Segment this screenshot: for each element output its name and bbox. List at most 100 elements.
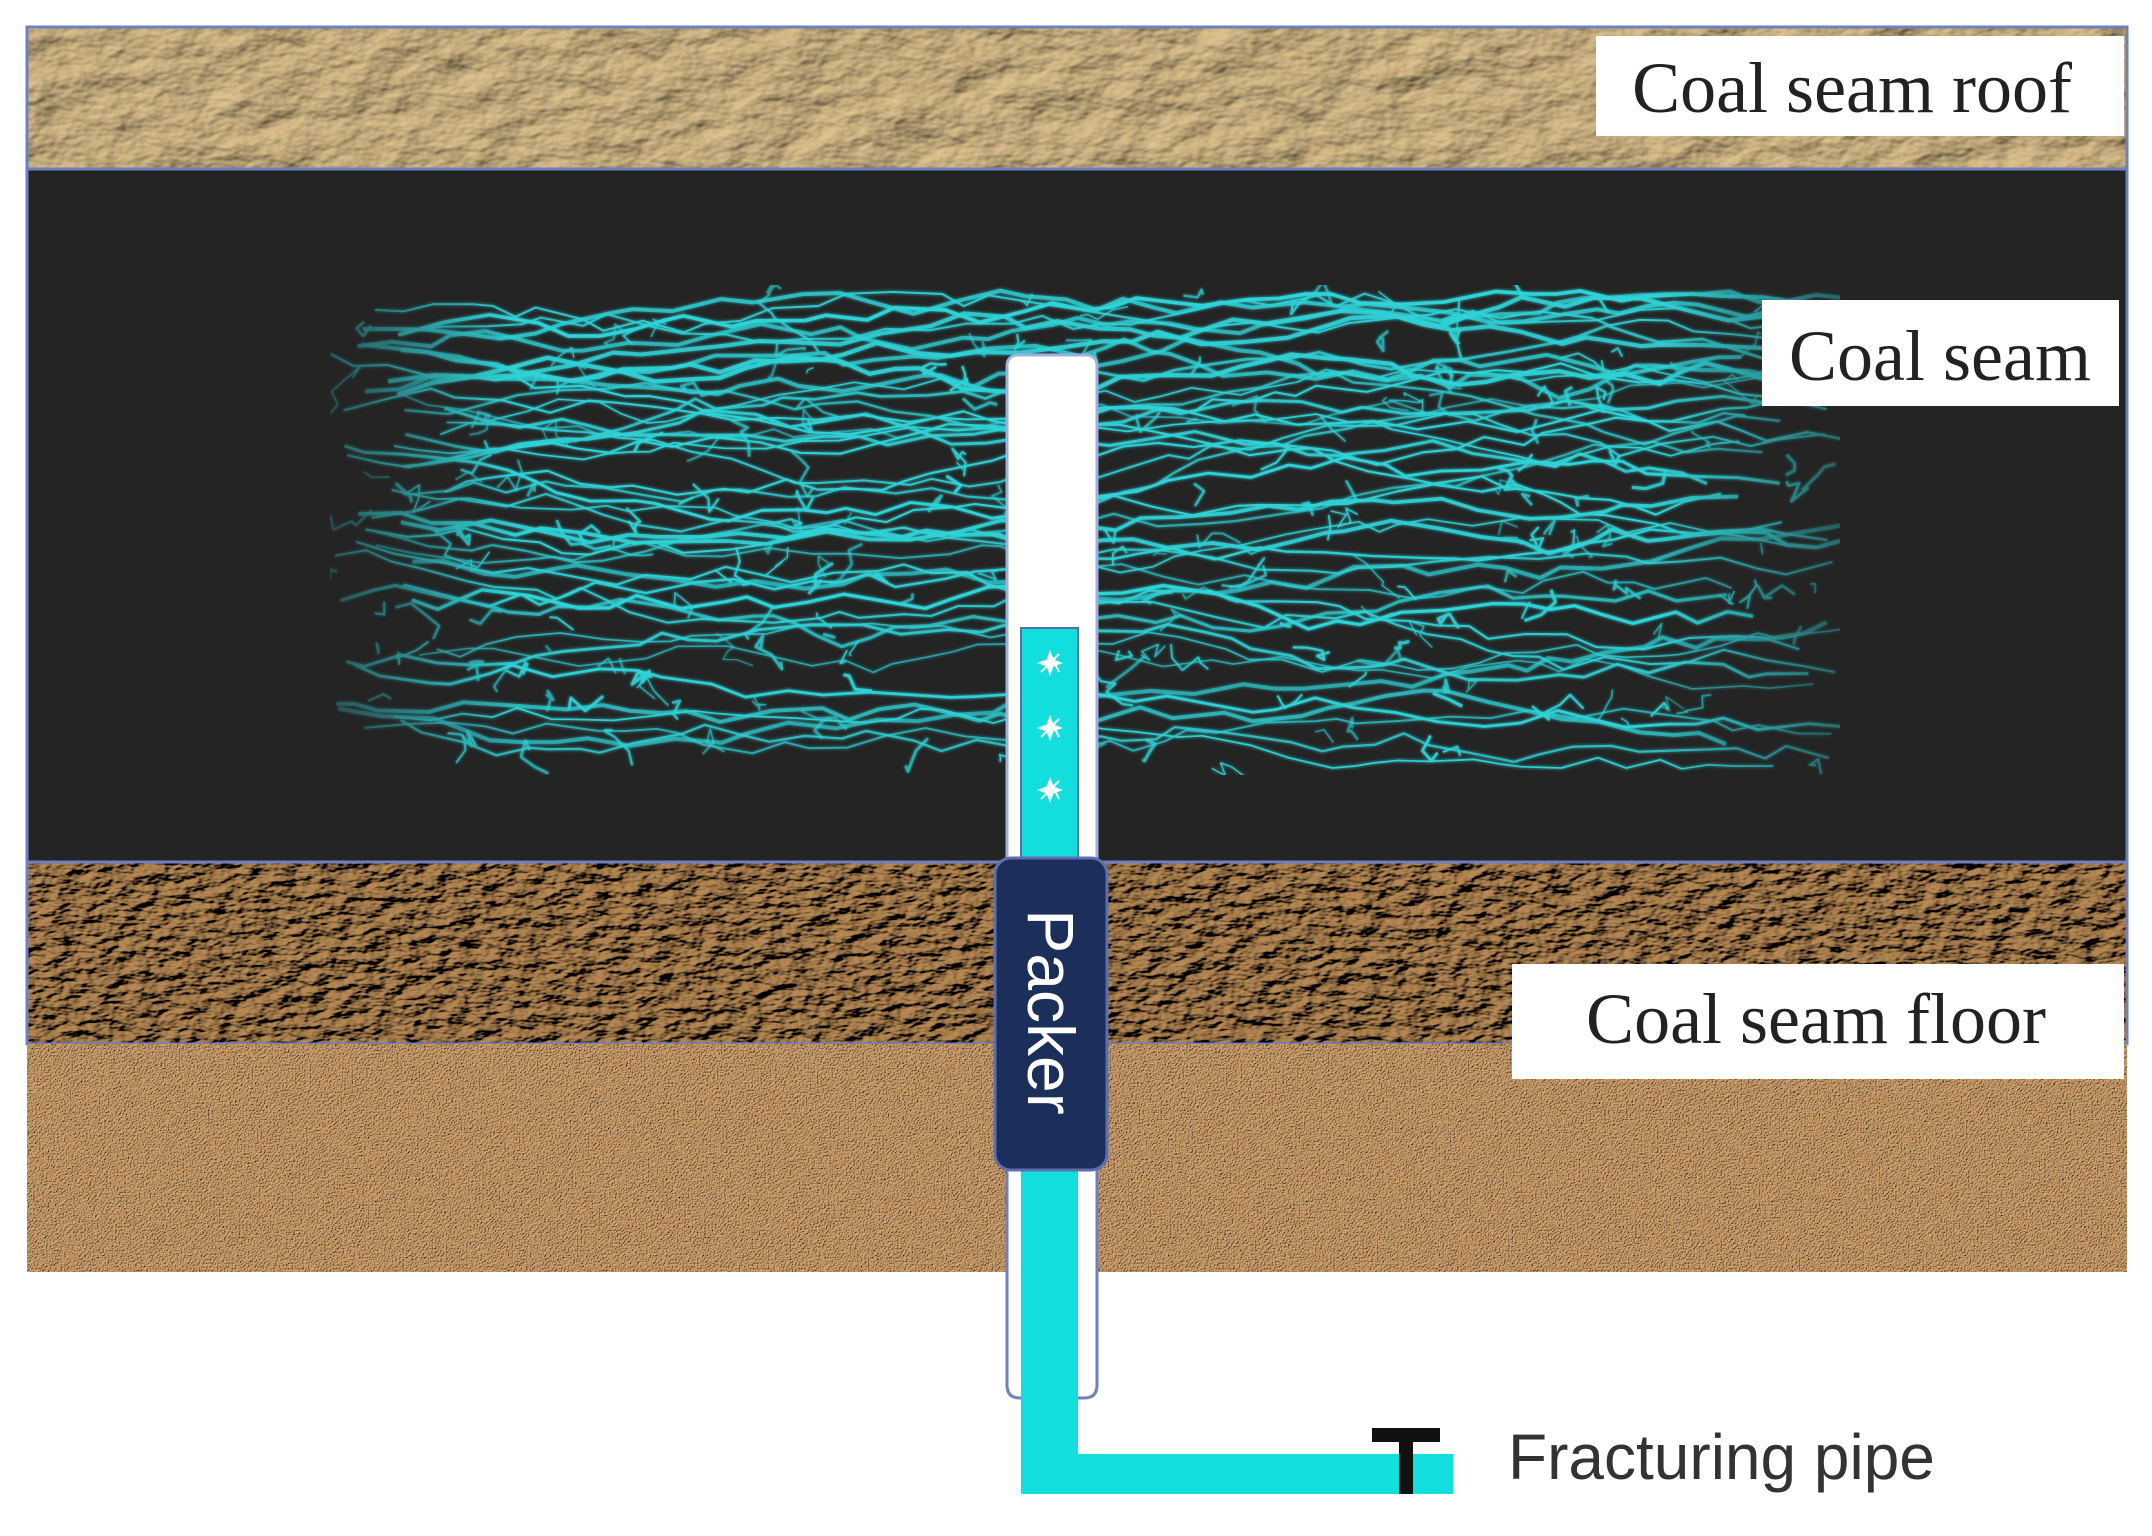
fracture-branch <box>1801 462 1837 492</box>
fracture-branch <box>555 519 612 551</box>
fracture-branch <box>363 471 390 479</box>
fracture-branch <box>828 542 864 586</box>
fracture-branch <box>774 342 806 357</box>
fracture-branch <box>1596 523 1613 548</box>
fracture-branch <box>1326 514 1332 541</box>
fracture-branch <box>1759 542 1764 555</box>
fracture-branch <box>1319 414 1347 442</box>
fracture-branch <box>1792 625 1803 646</box>
fracture-branch <box>1397 585 1418 601</box>
fracture-branch <box>394 481 414 503</box>
fracture-crack <box>444 390 1847 496</box>
fracture-branch <box>1574 494 1590 507</box>
fracture-branch <box>1231 394 1267 424</box>
fracture-crack <box>338 620 1828 748</box>
fracture-branch <box>1605 379 1615 404</box>
fracture-crack <box>343 362 1827 424</box>
fracture-crack <box>374 290 1779 341</box>
fracture-branch <box>1435 362 1453 384</box>
fracture-branch <box>1670 361 1682 373</box>
fracture-branch <box>1183 288 1205 299</box>
fracture-branch <box>1529 526 1545 552</box>
fracture-branch <box>1240 544 1270 556</box>
fracture-branch <box>1344 479 1359 504</box>
fracture-branch <box>1181 586 1232 602</box>
fracture-branch <box>927 494 943 513</box>
fracture-branch <box>1428 391 1452 417</box>
fracture-branch <box>597 657 617 674</box>
fracture-branch <box>1497 466 1521 492</box>
fracturing-pipe-label: Fracturing pipe <box>1508 1421 1935 1493</box>
fracture-branch <box>1432 691 1463 708</box>
fracture-branch <box>1228 557 1266 589</box>
fracture-branch <box>843 512 853 525</box>
fracture-branch <box>469 414 491 436</box>
fracture-branch <box>329 365 362 414</box>
fracture-branch <box>1503 569 1518 583</box>
fracture-branch <box>625 507 642 535</box>
fracture-branch <box>686 434 734 463</box>
fracture-branch <box>618 658 627 675</box>
fracture-branch <box>556 380 569 395</box>
fracture-branch <box>692 483 720 514</box>
fracture-branch <box>1193 482 1206 507</box>
fracture-branch <box>714 569 732 584</box>
fracture-branch <box>807 561 834 595</box>
fracture-branch <box>466 660 485 682</box>
fracture-branch <box>848 639 860 657</box>
fracture-branch <box>1394 640 1410 650</box>
packer-label: Packer <box>1014 909 1088 1114</box>
fracture-branch <box>767 360 778 380</box>
fracture-crack <box>355 540 1800 651</box>
fracture-branch <box>1536 385 1554 409</box>
fracture-branch <box>1188 356 1202 378</box>
fracture-branch <box>1276 693 1303 710</box>
fracture-branch <box>1408 620 1433 649</box>
fracture-branch <box>1517 453 1534 472</box>
fracture-branch <box>492 663 510 693</box>
fracture-branch <box>1652 622 1663 638</box>
fracture-branch <box>758 302 820 353</box>
fracture-branch <box>1785 480 1810 503</box>
fracture-branch <box>329 509 373 531</box>
fracture-crack <box>361 337 1742 384</box>
fracture-crack <box>400 309 1830 376</box>
fracture-branch <box>757 280 782 306</box>
t-valve-icon <box>1372 1428 1440 1494</box>
fracture-branch <box>754 634 784 671</box>
fracture-branch <box>456 525 471 546</box>
fracture-branch <box>327 565 338 580</box>
fracture-crack <box>443 377 1833 447</box>
fracture-crack <box>400 719 1830 763</box>
fracture-branch <box>630 669 653 686</box>
fracture-branch <box>1608 449 1621 466</box>
fracture-branch <box>1563 385 1573 407</box>
fracture-branch <box>1152 549 1167 557</box>
fracture-branch <box>1377 290 1397 317</box>
fracture-branch <box>550 346 575 367</box>
fracture-branch <box>791 506 802 532</box>
fracture-branch <box>632 431 664 453</box>
fracture-branch <box>1676 693 1712 715</box>
fracture-branch <box>1375 329 1390 353</box>
fracture-branch <box>1388 398 1424 418</box>
fracture-branch <box>1498 520 1519 535</box>
fracture-branch <box>1434 365 1455 378</box>
packer: Packer <box>993 856 1109 1172</box>
fracture-branch <box>795 397 839 418</box>
fracture-branch <box>673 591 694 619</box>
fracture-branch <box>1718 590 1736 605</box>
fracture-branch <box>1610 347 1624 358</box>
fracture-branch <box>1140 643 1166 661</box>
fracture-branch <box>843 673 873 693</box>
fracture-branch <box>1505 271 1524 297</box>
fracture-branch <box>1597 689 1614 721</box>
fracture-branch <box>1114 649 1133 662</box>
fracture-branch <box>375 642 380 655</box>
fracture-branch <box>873 572 889 585</box>
fracture-branch <box>1421 734 1439 762</box>
fracture-branch <box>650 318 667 338</box>
fracture-branch <box>468 608 503 626</box>
fracturing-pipe <box>1020 627 1453 1494</box>
